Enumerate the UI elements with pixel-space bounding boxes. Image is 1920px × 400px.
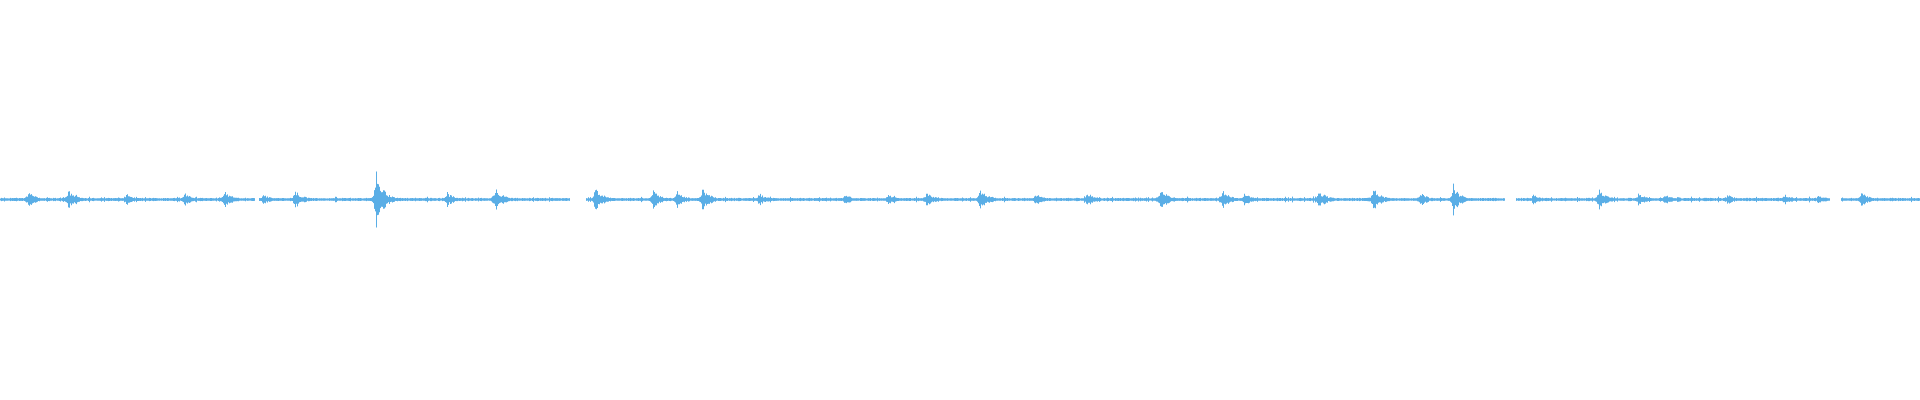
waveform-path [0, 171, 1920, 228]
